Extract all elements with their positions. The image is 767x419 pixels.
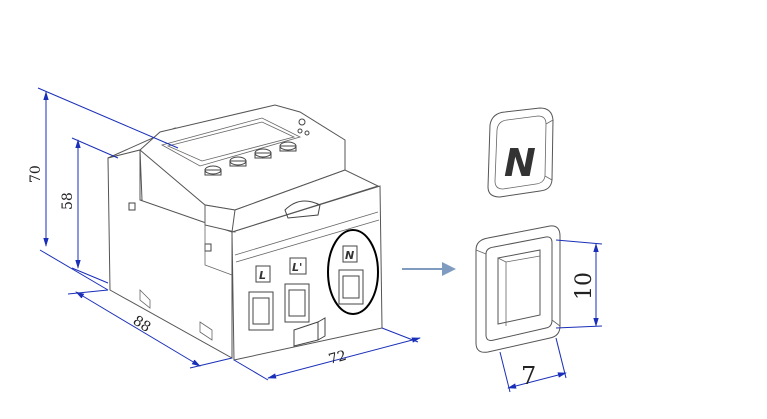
- terminal-l-label: L: [259, 269, 266, 282]
- dimension-72-label: 72: [327, 348, 348, 368]
- dimension-88-label: 88: [130, 313, 154, 336]
- terminal-l-prime-label: L': [292, 261, 302, 274]
- dimension-10-label: 10: [572, 272, 597, 300]
- dimension-cap-height: 10: [555, 239, 603, 329]
- n-cap-top-view: N: [487, 107, 554, 198]
- dimension-58-label: 58: [60, 192, 76, 210]
- dimension-7-label: 7: [521, 362, 536, 390]
- dimension-height-total: 70: [28, 87, 179, 291]
- n-terminal-highlight: [327, 229, 379, 315]
- n-cap-symbol: N: [504, 141, 536, 185]
- dimension-70-label: 70: [28, 165, 44, 183]
- n-cap-frame-view: [475, 225, 561, 353]
- terminal-l-prime: L': [284, 257, 310, 323]
- terminal-n: N: [338, 245, 364, 305]
- right-arrow-icon: [402, 262, 456, 276]
- dimension-width: 72: [233, 327, 421, 381]
- dimension-cap-width: 7: [499, 337, 567, 393]
- terminal-l: L: [248, 265, 274, 331]
- terminal-n-label: N: [345, 249, 354, 262]
- meter-buttons: [204, 141, 297, 176]
- dimension-height-body: 58: [60, 137, 119, 284]
